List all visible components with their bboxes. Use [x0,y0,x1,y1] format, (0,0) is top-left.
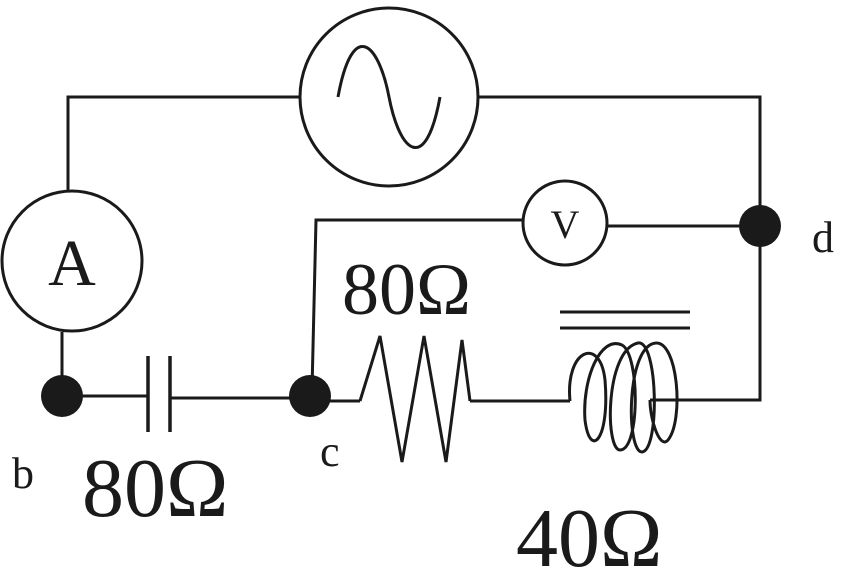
node-d-dot [739,205,781,247]
inductor-icon [560,310,690,454]
node-b-dot [41,375,83,417]
capacitor-value-label: 80Ω [82,442,228,535]
voltmeter-icon: V [521,179,609,267]
inductor-value-label: 40Ω [516,492,662,577]
ammeter-symbol: A [48,227,96,300]
voltmeter-symbol: V [551,202,580,247]
wire-top-right [478,95,762,402]
node-b-label: b [12,449,34,498]
ammeter-icon: A [0,189,144,333]
node-c-label: c [320,427,340,476]
resistor-value-label: 80Ω [342,249,471,331]
node-d-label: d [812,213,834,262]
capacitor-icon [146,356,172,432]
wire-top-left [66,95,300,190]
resistor-icon [358,335,472,463]
wire-c-voltmeter [310,218,522,391]
wires [60,95,762,403]
node-c-dot [289,375,331,417]
ac-source-icon [298,6,480,188]
